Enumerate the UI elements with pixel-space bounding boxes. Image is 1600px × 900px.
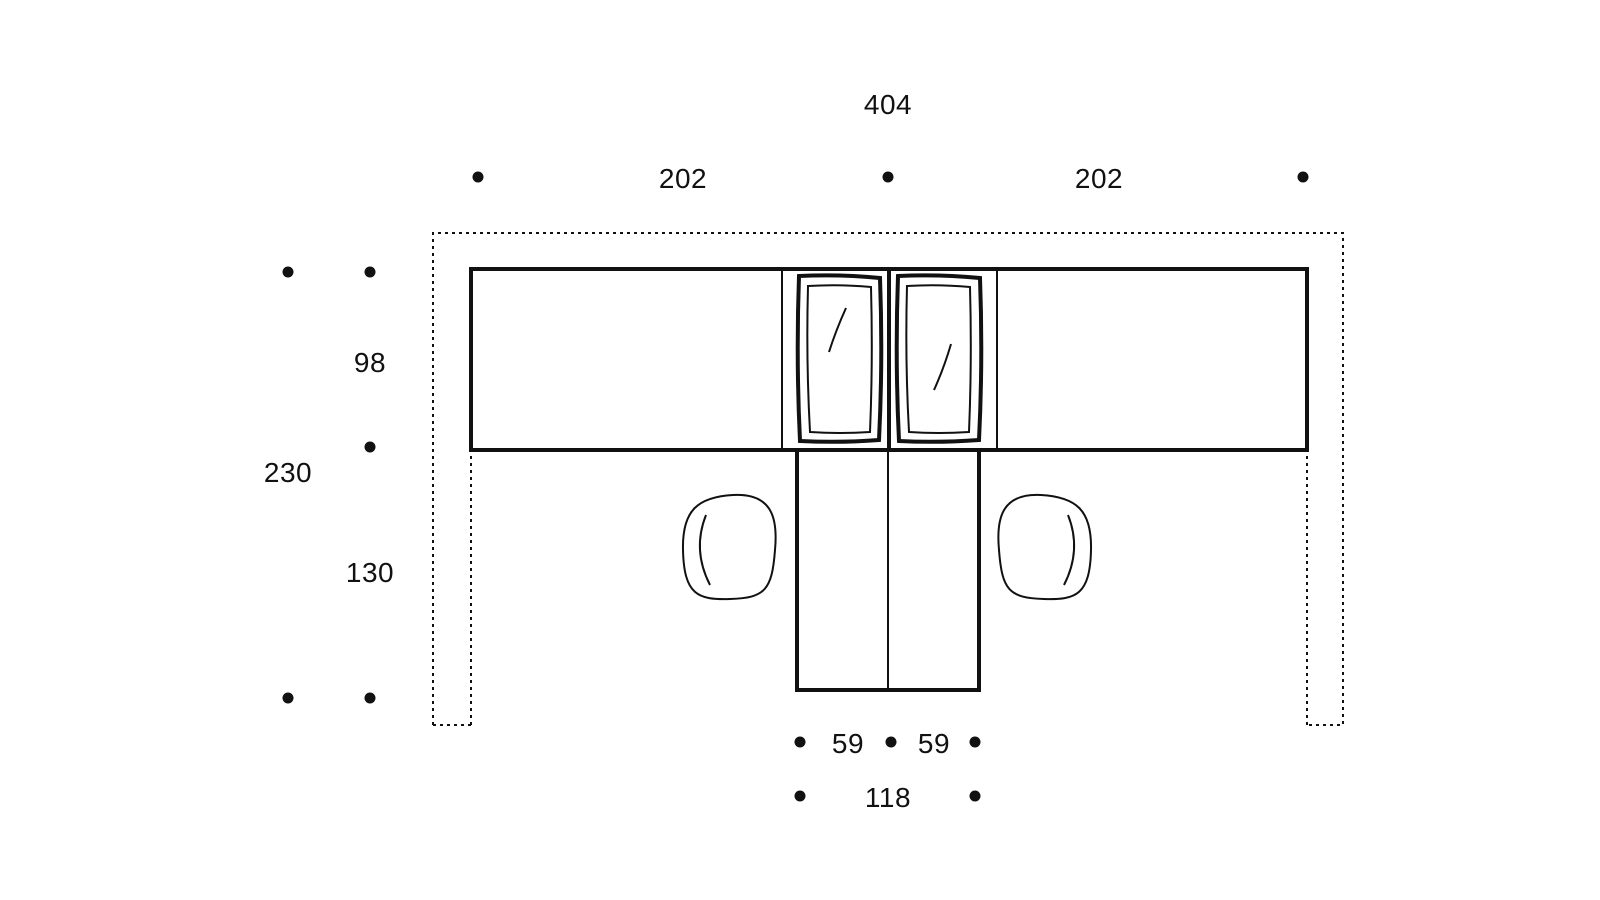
dim-dot	[364, 441, 376, 453]
dim-upper-depth: 98	[354, 347, 386, 378]
glass-panel-left	[795, 273, 884, 444]
dim-right-width: 202	[1075, 163, 1123, 194]
dim-dot	[882, 171, 894, 183]
dim-total-width: 404	[864, 89, 912, 120]
dim-dot	[282, 692, 294, 704]
dim-center-left-width: 59	[832, 728, 864, 759]
dim-left-width: 202	[659, 163, 707, 194]
glass-panel-right	[894, 273, 984, 444]
dim-dot	[969, 736, 981, 748]
dim-center-right-width: 59	[918, 728, 950, 759]
dim-center-total-width: 118	[865, 782, 911, 813]
footprint-outline	[432, 232, 1344, 726]
dim-dot	[282, 266, 294, 278]
dim-lower-depth: 130	[346, 557, 394, 588]
chair-left	[681, 493, 777, 601]
dim-dot	[794, 736, 806, 748]
dim-dot	[364, 266, 376, 278]
dim-dot	[794, 790, 806, 802]
dim-dot	[364, 692, 376, 704]
dim-total-depth: 230	[264, 457, 312, 488]
dim-dot	[1297, 171, 1309, 183]
dim-dot	[885, 736, 897, 748]
chair-right	[997, 493, 1093, 601]
dim-dot	[969, 790, 981, 802]
dim-dot	[472, 171, 484, 183]
